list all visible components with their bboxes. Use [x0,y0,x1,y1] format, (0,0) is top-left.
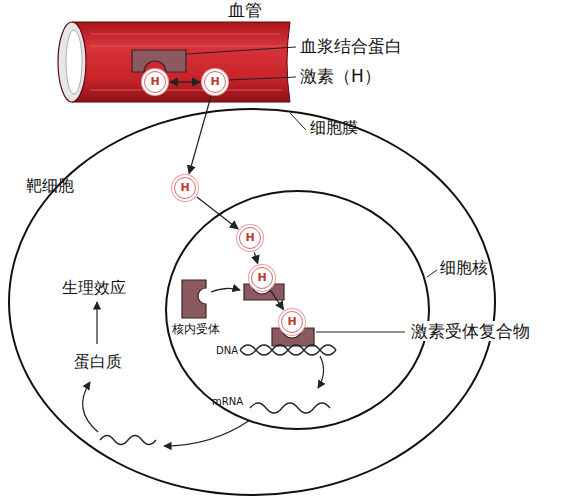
node-label: 血管 [228,0,262,20]
flow-arrow [83,382,98,432]
part-label: DNA [216,345,238,357]
hormone-circle: H [281,311,303,333]
hormone-symbol: H [287,315,296,328]
hormone-symbol: H [180,181,189,194]
mrna-strand [250,403,330,413]
flow-arrow [271,290,284,309]
leader-line [290,113,306,130]
hormone-circle: H [144,71,166,93]
process-label: 生理效应 [62,278,126,297]
callout-label: 血浆结合蛋白 [300,36,402,56]
leader-line [228,77,296,80]
flow-arrow [170,81,200,82]
cell-nucleus: 细胞核HHH [165,190,430,430]
node-label: 细胞核 [440,258,488,277]
leader-line [187,47,296,54]
node-label: 靶细胞 [26,176,74,195]
callout-label: 激素（H） [300,66,381,86]
mrna-strand [100,436,156,445]
nuclear-receptor [182,280,206,318]
hormone-circle: H [174,177,196,199]
process-label: 蛋白质 [74,352,122,371]
hormone-circle: H [251,267,273,289]
dna-helix [240,345,336,355]
hormone-circle: H [239,227,261,249]
callout-label: 激素受体复合物 [409,321,532,341]
flow-arrow [164,420,250,446]
flow-arrow [96,302,97,344]
flow-arrow [254,252,257,263]
hormone-symbol: H [245,231,254,244]
part-label: 核内受体 [172,322,220,336]
blood-vessel: 血管HH [60,22,292,102]
flow-arrow [197,197,238,229]
hormone-symbol: H [210,75,219,88]
hormone-symbol: H [257,271,266,284]
part-label: mRNA [212,396,243,408]
hormone-symbol: H [150,75,159,88]
hormone-circle: H [204,71,226,93]
leader-line [316,332,405,333]
flow-arrow [189,96,211,173]
blood-vessel [58,22,290,102]
flow-arrow [318,356,324,388]
target-cell: 靶细胞 细胞膜 H 细胞核 H H H [8,108,496,496]
flow-arrow [211,288,240,292]
binding-protein [132,50,186,72]
dna-helix [240,345,336,355]
leader-line [427,270,437,277]
node-label: 细胞膜 [310,118,358,137]
